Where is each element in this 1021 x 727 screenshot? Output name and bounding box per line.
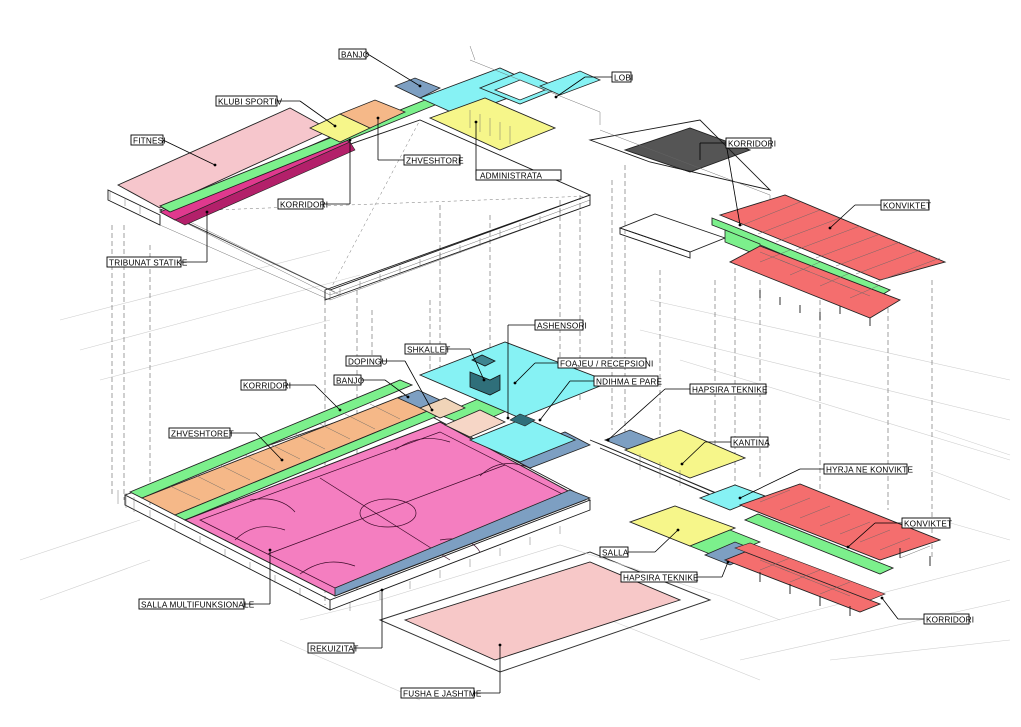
- svg-text:HAPSIRA TEKNIKE: HAPSIRA TEKNIKE: [692, 386, 768, 395]
- svg-text:HAPSIRA TEKNIKE: HAPSIRA TEKNIKE: [623, 574, 699, 583]
- svg-text:TRIBUNAT STATIKE: TRIBUNAT STATIKE: [109, 259, 188, 268]
- label-hapsira-teknike-lower: HAPSIRA TEKNIKE: [620, 560, 730, 583]
- label-foajeu-recepsioni: FOAJEU / RECEPSIONI: [513, 357, 653, 385]
- label-salla: SALLA: [599, 528, 680, 558]
- upper-level: [107, 45, 602, 301]
- svg-text:FOAJEU / RECEPSIONI: FOAJEU / RECEPSIONI: [560, 360, 653, 369]
- svg-text:KONVIKTET: KONVIKTET: [883, 202, 931, 211]
- label-ashensori: ASHENSORI: [506, 319, 587, 420]
- label-rekuizitat: REKUIZITAT: [307, 588, 384, 654]
- label-fusha-e-jashtme: FUSHA E JASHTME: [400, 643, 502, 699]
- svg-text:SALLA MULTIFUNKSIONALE: SALLA MULTIFUNKSIONALE: [141, 601, 255, 610]
- label-konviktet-upper: KONVIKTET: [828, 199, 931, 230]
- svg-text:FITNESI: FITNESI: [133, 137, 166, 146]
- svg-text:SHKALLET: SHKALLET: [407, 346, 450, 355]
- svg-text:KORRIDORI: KORRIDORI: [280, 201, 328, 210]
- site-context: [19, 249, 1011, 701]
- label-administrata: ADMINISTRATA: [474, 120, 562, 181]
- svg-text:HYRJA NE KONVIKTE: HYRJA NE KONVIKTE: [826, 466, 913, 475]
- svg-text:KONVIKTET: KONVIKTET: [904, 520, 952, 529]
- svg-text:ZHVESHTORET: ZHVESHTORET: [171, 430, 234, 439]
- svg-text:KORRIDORI: KORRIDORI: [243, 382, 291, 391]
- label-korridori-lower: KORRIDORI: [240, 379, 342, 412]
- svg-text:LOBI: LOBI: [614, 74, 633, 83]
- svg-text:FUSHA E JASHTME: FUSHA E JASHTME: [403, 690, 482, 699]
- svg-text:REKUIZITAT: REKUIZITAT: [310, 645, 359, 654]
- label-korridori-upper: KORRIDORI: [277, 138, 352, 210]
- label-ndihma-e-pare: NDIHMA E PARE: [538, 375, 662, 422]
- label-hyrja-ne-konvikte: HYRJA NE KONVIKTE: [738, 463, 913, 500]
- svg-text:KORRIDORI: KORRIDORI: [926, 616, 974, 625]
- label-hapsira-teknike-upper: HAPSIRA TEKNIKE: [606, 383, 768, 442]
- label-korridori-dorm-upper: KORRIDORI: [699, 137, 776, 227]
- label-zhveshtoret: ZHVESHTORET: [168, 427, 284, 462]
- svg-text:DOPINGU: DOPINGU: [348, 358, 388, 367]
- label-klubi-sportiv: KLUBI SPORTIV: [215, 95, 337, 128]
- label-zhveshtore: ZHVESHTORE: [376, 116, 464, 166]
- svg-text:NDIHMA E PARE: NDIHMA E PARE: [596, 378, 662, 387]
- label-fitnesi: FITNESI: [130, 134, 217, 167]
- label-salla-multifunksionale: SALLA MULTIFUNKSIONALE: [138, 548, 272, 610]
- label-banjo-lower: BANJO: [333, 374, 410, 399]
- outdoor-field: [299, 544, 781, 673]
- svg-text:KANTINA: KANTINA: [733, 439, 770, 448]
- upper-dorm-level: [588, 119, 947, 326]
- svg-text:ASHENSORI: ASHENSORI: [537, 322, 587, 331]
- svg-text:ADMINISTRATA: ADMINISTRATA: [480, 172, 542, 181]
- label-kantina: KANTINA: [680, 436, 770, 466]
- label-lobi: LOBI: [554, 71, 633, 99]
- svg-text:SALLA: SALLA: [602, 549, 629, 558]
- svg-text:KORRIDORI: KORRIDORI: [728, 140, 776, 149]
- label-dopingu: DOPINGU: [345, 355, 434, 412]
- svg-text:BANJO: BANJO: [341, 51, 369, 60]
- label-shkallet: SHKALLET: [404, 343, 486, 382]
- svg-text:KLUBI SPORTIV: KLUBI SPORTIV: [218, 98, 283, 107]
- label-tribunat-statike: TRIBUNAT STATIKE: [106, 210, 209, 268]
- svg-text:BANJO: BANJO: [336, 377, 364, 386]
- svg-text:ZHVESHTORE: ZHVESHTORE: [406, 157, 464, 166]
- labels: BANJO KLUBI SPORTIV FITNESI LOBI: [106, 48, 974, 699]
- label-banjo-upper: BANJO: [338, 48, 422, 88]
- label-korridori-dorm-lower: KORRIDORI: [880, 596, 974, 625]
- lower-level: [117, 341, 942, 616]
- label-konviktet-lower: KONVIKTET: [846, 517, 952, 549]
